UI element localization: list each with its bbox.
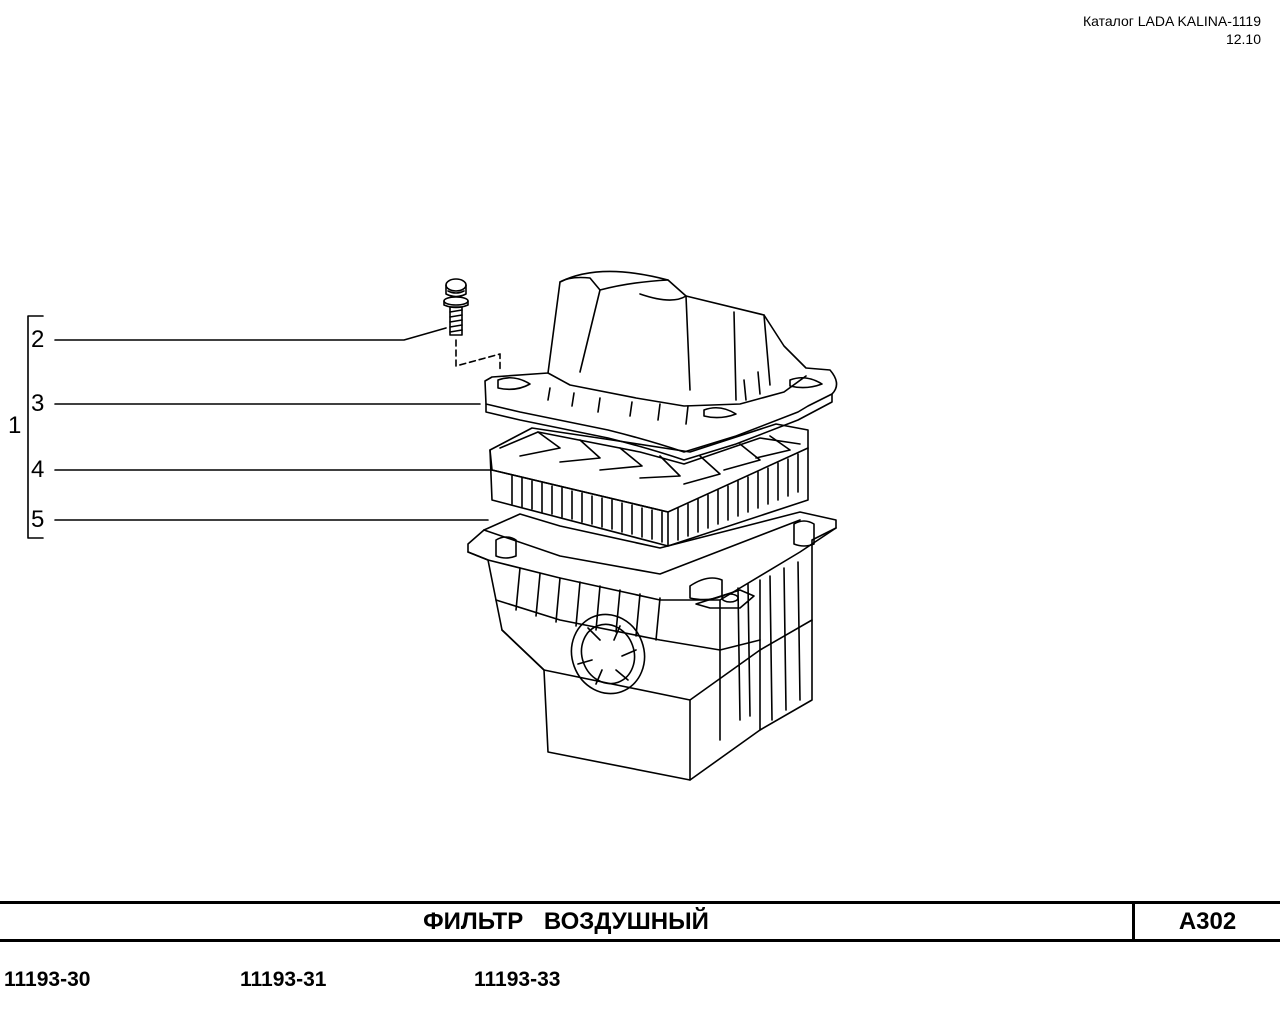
bolt-part (443, 278, 501, 371)
filter-housing-part (467, 511, 837, 781)
page-code: A302 (1178, 907, 1237, 935)
model-code: 11193-31 (240, 968, 327, 991)
catalog-date: 12.10 (1225, 31, 1261, 47)
air-filter-diagram (27, 270, 838, 781)
filter-cover-part (484, 270, 838, 461)
catalog-header: Каталог LADA KALINA-1119 12.10 (1083, 12, 1261, 48)
model-code: 11193-33 (474, 968, 561, 991)
callout-cover: 3 (31, 390, 45, 417)
callout-element: 4 (31, 456, 45, 483)
callout-assembly: 1 (8, 412, 22, 439)
page-title: ФИЛЬТР ВОЗДУШНЫЙ (423, 907, 709, 935)
assembly-bracket (27, 315, 44, 539)
filter-element-part (489, 423, 809, 547)
model-code: 11193-30 (4, 968, 91, 991)
catalog-name: Каталог LADA KALINA-1119 (1082, 13, 1261, 29)
title-bar: ФИЛЬТР ВОЗДУШНЫЙ A302 (0, 901, 1280, 942)
model-list: 11193-30 11193-31 11193-33 (0, 968, 1280, 998)
callout-housing: 5 (31, 506, 45, 533)
callout-bolt: 2 (31, 326, 45, 353)
title-divider (1132, 904, 1135, 939)
leader-line-bolt (54, 327, 447, 341)
